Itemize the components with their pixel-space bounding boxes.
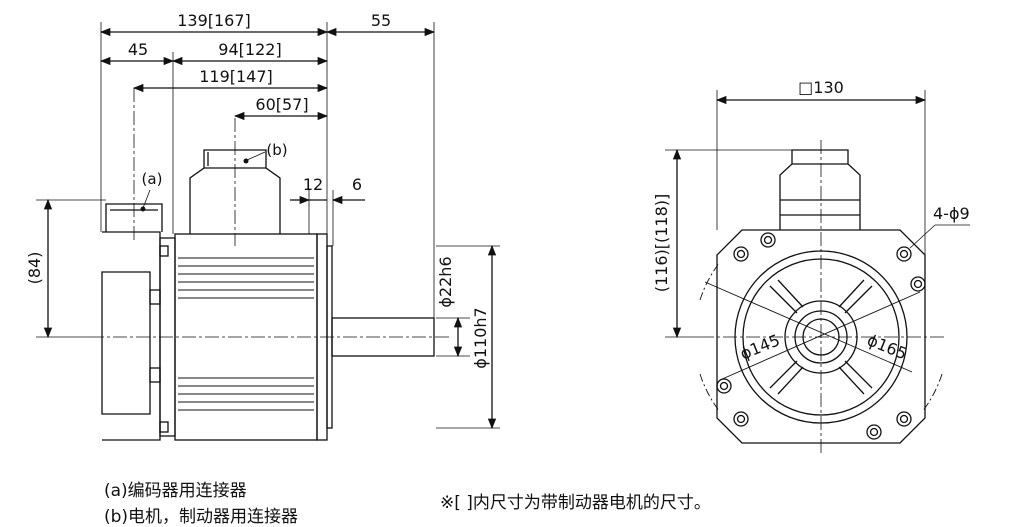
label-overall-length: 139[167]	[177, 11, 251, 30]
label-shaft-dia: ϕ22h6	[436, 256, 455, 307]
mount-hole	[896, 411, 912, 427]
label-conn-a-pos: 119[147]	[199, 67, 273, 86]
label-body-length: 94[122]	[218, 40, 281, 59]
label-spigot-depth: 6	[352, 175, 362, 194]
label-mount-holes: 4-ϕ9	[933, 204, 970, 223]
label-height-b: (116)[(118)]	[652, 194, 671, 293]
label-rear-length: 45	[128, 40, 148, 59]
front-connector	[779, 149, 861, 230]
callout-b: (b)	[266, 141, 287, 159]
mount-hole	[733, 411, 749, 427]
label-spigot-dia: ϕ110h7	[471, 307, 490, 368]
encoder-housing	[101, 271, 151, 415]
pcd-outer-line	[719, 291, 921, 381]
flange-outline	[716, 229, 926, 444]
side-view	[36, 22, 500, 441]
label-shaft-length: 55	[371, 11, 391, 30]
pcd-inner-line	[704, 281, 913, 373]
body-fins	[178, 257, 314, 411]
mount-hole	[733, 246, 749, 262]
callout-a: (a)	[142, 170, 163, 188]
label-pcd-outer: ϕ165	[864, 330, 909, 363]
label-flange-thickness: 12	[303, 175, 323, 194]
label-conn-b-pos: 60[57]	[255, 95, 308, 114]
mount-hole-group	[716, 232, 926, 440]
mount-hole	[896, 246, 912, 262]
remark: ※[ ]内尺寸为带制动器电机的尺寸。	[440, 493, 711, 513]
legend-a: (a)编码器用连接器	[104, 481, 247, 501]
front-view	[665, 90, 970, 455]
label-flange-square: □130	[798, 78, 844, 97]
legend-b: (b)电机，制动器用连接器	[104, 507, 299, 527]
label-pcd-inner: ϕ145	[737, 330, 782, 363]
label-height-a: (84)	[25, 252, 44, 285]
